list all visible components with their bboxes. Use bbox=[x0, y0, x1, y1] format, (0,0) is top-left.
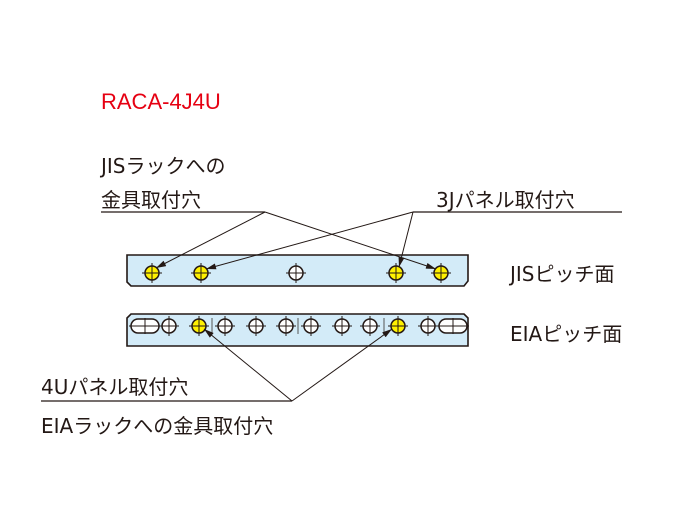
leader-jis-rack-2 bbox=[264, 211, 437, 270]
panel-4u-label: 4Uパネル取付穴 bbox=[41, 375, 189, 399]
mounting-hole-highlighted bbox=[189, 316, 209, 336]
mounting-hole bbox=[332, 316, 352, 336]
leader-4u-2 bbox=[291, 328, 393, 402]
panel-3j-label: 3Jパネル取付穴 bbox=[436, 188, 575, 212]
mounting-hole bbox=[159, 316, 179, 336]
mounting-hole bbox=[360, 316, 380, 336]
model-title: RACA-4J4U bbox=[101, 89, 221, 114]
eia-rack-label: EIAラックへの金具取付穴 bbox=[41, 414, 274, 438]
mounting-hole-highlighted bbox=[388, 316, 408, 336]
slot-hole bbox=[129, 318, 161, 334]
mounting-hole bbox=[246, 316, 266, 336]
mounting-hole bbox=[215, 316, 235, 336]
leader-3j-2 bbox=[398, 211, 414, 268]
leader-jis-rack-1 bbox=[155, 211, 266, 269]
mounting-hole bbox=[286, 263, 306, 283]
mounting-hole bbox=[276, 316, 296, 336]
mounting-hole-highlighted bbox=[191, 263, 211, 283]
mounting-hole-highlighted bbox=[142, 263, 162, 283]
jis-holes bbox=[142, 263, 451, 283]
leader-3j-1 bbox=[205, 211, 414, 270]
eia-pitch-label: EIAピッチ面 bbox=[510, 322, 623, 346]
jis-rack-label-line1: JISラックへの bbox=[101, 154, 226, 178]
eia-holes bbox=[129, 316, 469, 336]
leader-4u-1 bbox=[203, 328, 293, 402]
mounting-hole bbox=[418, 316, 438, 336]
mounting-hole-highlighted bbox=[386, 263, 406, 283]
jis-pitch-label: JISピッチ面 bbox=[510, 262, 615, 286]
mounting-hole bbox=[301, 316, 321, 336]
mounting-hole-highlighted bbox=[431, 263, 451, 283]
slot-hole bbox=[437, 318, 469, 334]
jis-rack-label-line2: 金具取付穴 bbox=[101, 188, 201, 212]
